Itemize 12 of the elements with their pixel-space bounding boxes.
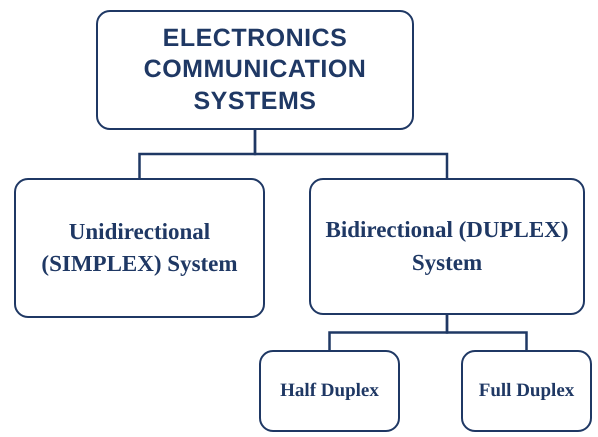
box-label: Full Duplex bbox=[478, 379, 576, 404]
box-label: Bidirectional (DUPLEX) System bbox=[324, 216, 570, 277]
category-box bbox=[309, 178, 585, 315]
category-box bbox=[96, 10, 414, 130]
connector-line bbox=[254, 130, 448, 178]
connector-line bbox=[446, 315, 528, 350]
category-box bbox=[461, 350, 592, 432]
box-label: Unidirectional (SIMPLEX) System bbox=[40, 218, 239, 278]
box-label: ELECTRONICS COMMUNICATION SYSTEMS bbox=[142, 23, 368, 117]
category-box bbox=[259, 350, 400, 432]
box-label: Half Duplex bbox=[279, 379, 380, 404]
category-box bbox=[14, 178, 265, 318]
